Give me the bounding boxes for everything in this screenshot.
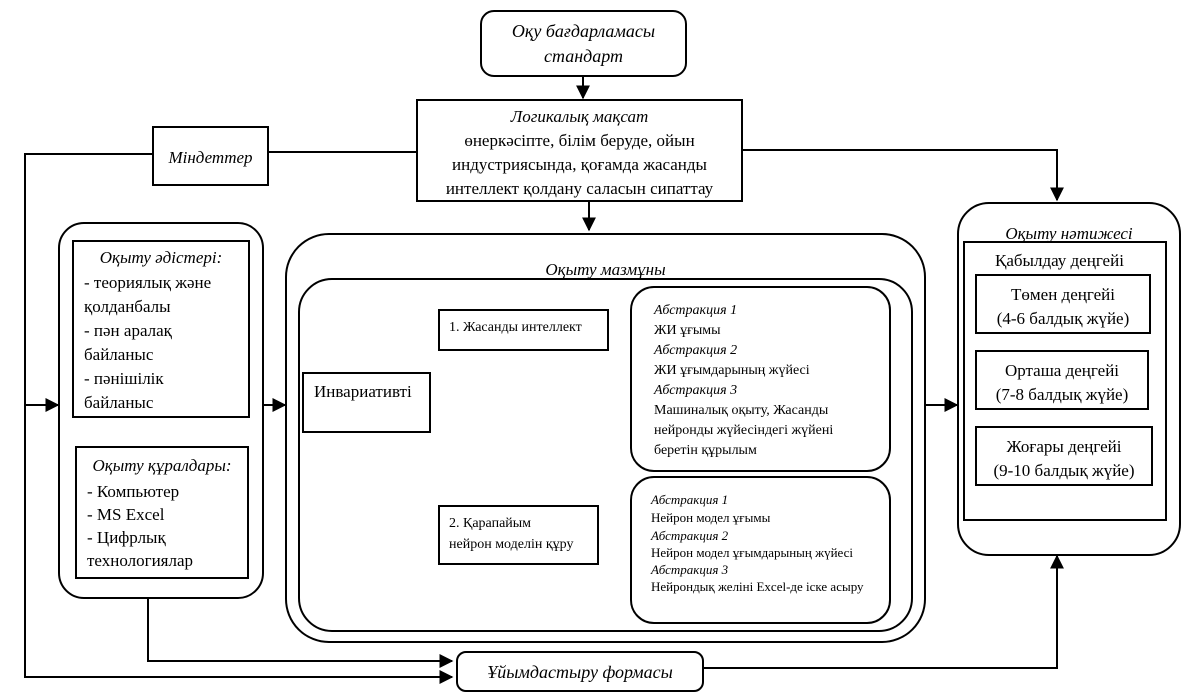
goal-line: өнеркәсіпте, білім беруде, ойын [464, 131, 695, 150]
abs3-text: беретін құрылым [654, 443, 757, 458]
methods-title: Оқыту әдістері: [99, 248, 223, 267]
standard-box: Оқу бағдарламасы стандарт [480, 10, 687, 77]
tools-line: - Компьютер [87, 482, 180, 501]
methods-line: - пән аралақ [84, 321, 172, 340]
tools-line: - Цифрлық [87, 528, 166, 547]
forms-label: Ұйымдастыру формасы [487, 662, 673, 682]
goal-line: индустриясында, қоғамда жасанды [452, 155, 707, 174]
abs1-label: Абстракция 1 [651, 492, 729, 507]
branch2-line1: 2. Қарапайым [449, 516, 532, 531]
abs3-text: Нейрондық желіні Excel-де іске асыру [651, 579, 864, 594]
line-tasks-left-loop [24, 153, 454, 684]
methods-line: қолданбалы [84, 297, 171, 316]
abstractions1-box: Абстракция 1 ЖИ ұғымы Абстракция 2 ЖИ ұғ… [630, 286, 891, 472]
abs3-text: нейронды жүйесіндегі жүйені [654, 423, 834, 438]
tools-line: технологиялар [87, 551, 194, 570]
level-name: Жоғары деңгейі [1006, 437, 1122, 456]
abs3-label: Абстракция 3 [651, 562, 729, 577]
abs2-label: Абстракция 2 [654, 343, 738, 358]
methods-line: байланыс [84, 345, 154, 364]
abs3-text: Машиналық оқыту, Жасанды [654, 403, 829, 418]
arrow-tools-forms [147, 598, 454, 668]
abs3-label: Абстракция 3 [654, 383, 738, 398]
branch2-box: 2. Қарапайым нейрон моделін құру [438, 505, 599, 565]
tools-box: Оқыту құралдары: - Компьютер - MS Excel … [75, 446, 249, 579]
methods-line: байланыс [84, 393, 154, 412]
abs2-label: Абстракция 2 [651, 528, 729, 543]
abs1-text: Нейрон модел ұғымы [651, 510, 771, 525]
branch1-box: 1. Жасанды интеллект [438, 309, 609, 351]
goal-line: интеллект қолдану саласын сипаттау [445, 179, 714, 198]
branch1-label: 1. Жасанды интеллект [449, 320, 582, 335]
level-scale: (7-8 балдық жүйе) [995, 385, 1129, 404]
abs1-label: Абстракция 1 [654, 303, 738, 318]
goal-box: Логикалық мақсат өнеркәсіпте, білім беру… [416, 99, 743, 202]
goal-title: Логикалық мақсат [510, 107, 649, 126]
abs1-text: ЖИ ұғымы [654, 323, 721, 338]
tools-title: Оқыту құралдары: [92, 456, 232, 475]
invariant-label: Инвариативті [314, 382, 412, 401]
abs2-text: Нейрон модел ұғымдарының жүйесі [651, 545, 854, 560]
abs2-text: ЖИ ұғымдарының жүйесі [654, 363, 810, 378]
level-low-box: Төмен деңгейі (4-6 балдық жүйе) [975, 274, 1151, 334]
invariant-box: Инвариативті [302, 372, 431, 433]
tools-line: - MS Excel [87, 505, 165, 524]
level-mid-box: Орташа деңгейі (7-8 балдық жүйе) [975, 350, 1149, 410]
level-scale: (9-10 балдық жүйе) [993, 461, 1135, 480]
methods-line: - пәнішілік [84, 369, 164, 388]
abstractions2-box: Абстракция 1 Нейрон модел ұғымы Абстракц… [630, 476, 891, 624]
level-high-box: Жоғары деңгейі (9-10 балдық жүйе) [975, 426, 1153, 486]
level-name: Орташа деңгейі [1004, 361, 1120, 380]
methods-line: - теориялық және [84, 273, 212, 292]
methods-box: Оқыту әдістері: - теориялық және қолданб… [72, 240, 250, 418]
level-name: Төмен деңгейі [1011, 285, 1115, 304]
level-scale: (4-6 балдық жүйе) [996, 309, 1130, 328]
standard-line2: стандарт [543, 46, 623, 66]
levels-title: Қабылдау деңгейі [995, 251, 1124, 270]
tasks-box: Міндеттер [152, 126, 269, 186]
content-title: Оқыту мазмұны [545, 260, 666, 279]
forms-box: Ұйымдастыру формасы [456, 651, 704, 692]
arrow-forms-results [704, 554, 1064, 669]
standard-line1: Оқу бағдарламасы [511, 21, 656, 41]
results-title: Оқыту нәтижесі [1005, 224, 1133, 243]
branch2-line2: нейрон моделін құру [449, 537, 574, 552]
arrow-goal-results [742, 149, 1064, 202]
tasks-label: Міндеттер [168, 148, 253, 167]
